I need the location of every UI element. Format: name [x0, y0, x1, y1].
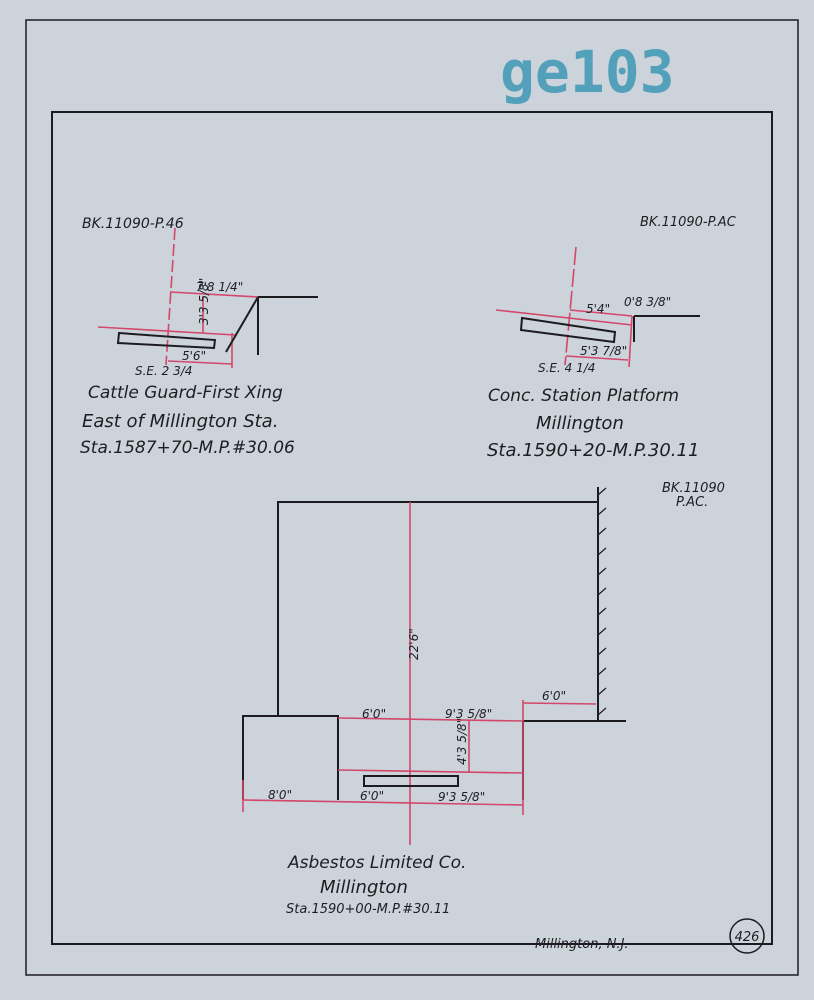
- book-ref: BK.11090-P.AC: [640, 215, 737, 230]
- dim-line: [169, 291, 259, 298]
- dimension-label: 7'8 1/4": [196, 280, 243, 294]
- dimension-label: 4'3 5/8": [455, 718, 469, 765]
- title-line: Millington: [536, 413, 624, 434]
- dimension-label: 6'0": [542, 689, 566, 703]
- slope-line: [225, 296, 259, 353]
- dimension-label: 5'4": [586, 302, 610, 316]
- wall-hatching: [597, 487, 607, 716]
- book-ref: BK.11090-P.46: [82, 216, 184, 232]
- left-platform: [242, 715, 339, 800]
- centerline: [165, 227, 176, 366]
- dimension-label: 6'0": [360, 789, 384, 803]
- inner-border: [51, 111, 773, 945]
- dimension-label: 22'6": [407, 628, 421, 660]
- dim-line: [569, 309, 633, 317]
- top-of-rail-line: [337, 769, 524, 774]
- book-ref: BK.11090: [662, 481, 725, 496]
- dimension-label: 9'3 5/8": [445, 707, 492, 721]
- dimension-label: 5'6": [182, 349, 206, 363]
- dim-line: [565, 355, 629, 361]
- superelevation-label: S.E. 2 3/4: [135, 364, 192, 378]
- sheet-number-circle: [729, 918, 765, 954]
- dimension-label: 8'0": [268, 788, 292, 802]
- title-line: Millington: [320, 877, 408, 898]
- sheet-number: 426: [735, 930, 760, 945]
- centerline: [564, 246, 577, 366]
- location-footer: Millington, N.J.: [535, 937, 629, 952]
- building-outline: [277, 501, 598, 715]
- dimension-label: 3'3 5/8": [197, 278, 211, 325]
- dim-line: [167, 360, 233, 365]
- top-of-rail-line: [97, 326, 236, 336]
- dim-line: [522, 702, 597, 705]
- stamp: ge103: [500, 38, 675, 106]
- title-line: East of Millington Sta.: [82, 411, 278, 432]
- title-line: Cattle Guard-First Xing: [88, 383, 283, 403]
- dim-line: [337, 717, 524, 722]
- drawing-station-platform: BK.11090-P.AC 5'4" 0'8 3/8" 5'3 7/8" S.E…: [487, 215, 737, 461]
- extension-line: [628, 315, 633, 368]
- tie: [116, 331, 217, 350]
- title-line: Sta.1590+20-M.P.30.11: [487, 440, 699, 461]
- dimension-label: 5'3 7/8": [580, 344, 627, 358]
- title-line: Sta.1587+70-M.P.#30.06: [80, 438, 295, 458]
- title-line: Sta.1590+00-M.P.#30.11: [286, 902, 450, 917]
- outer-border: [25, 19, 799, 976]
- title-line: Asbestos Limited Co.: [287, 853, 466, 873]
- title-line: Conc. Station Platform: [488, 386, 679, 406]
- book-ref: P.AC.: [676, 495, 708, 510]
- tie: [519, 316, 617, 344]
- dimension-label: 0'8 3/8": [624, 295, 671, 309]
- tie: [363, 775, 459, 787]
- dimension-label: 6'0": [362, 707, 386, 721]
- dim-line: [242, 799, 524, 806]
- dimension-label: 9'3 5/8": [438, 790, 485, 804]
- top-of-rail-line: [495, 309, 633, 326]
- right-platform: [522, 720, 626, 800]
- drawing-cattle-guard: BK.11090-P.46 7'8 1/4" 3'3 5/8" 5'6" S.E…: [80, 216, 318, 458]
- superelevation-label: S.E. 4 1/4: [538, 361, 595, 375]
- drawing-asbestos-limited: BK.11090 P.AC. 22'6" 6'0" 9'3 5/8" 6'0" …: [242, 481, 725, 917]
